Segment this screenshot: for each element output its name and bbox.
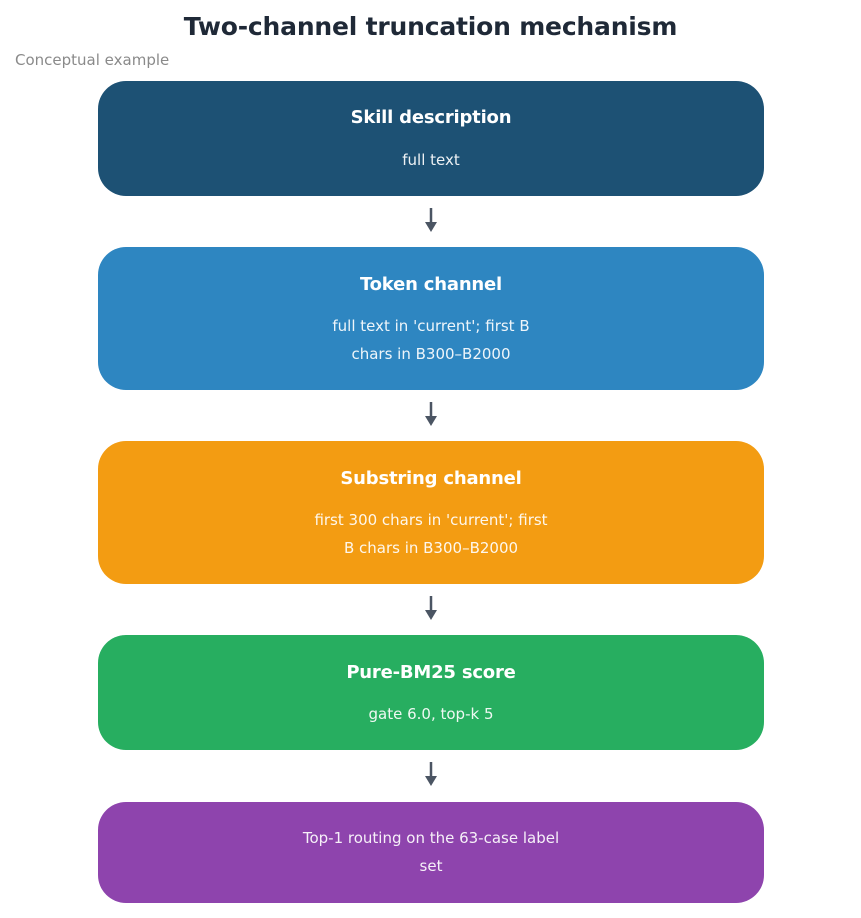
- step-title: Pure-BM25 score: [346, 662, 516, 683]
- step-body: full text in 'current'; first B chars in…: [332, 312, 529, 368]
- step-body: gate 6.0, top-k 5: [369, 700, 494, 728]
- step-body-line: B chars in B300–B2000: [343, 539, 519, 557]
- arrow-down-icon: [425, 402, 437, 426]
- diagram-title: Two-channel truncation mechanism: [183, 12, 678, 41]
- diagram-subtitle: Conceptual example: [15, 51, 170, 69]
- arrow-down-icon: [425, 762, 437, 786]
- step-body-line: full text in 'current'; first B: [332, 317, 530, 335]
- step-token-channel: Token channel full text in 'current'; fi…: [98, 247, 764, 390]
- arrow-down-icon: [425, 596, 437, 620]
- step-body-line: Top-1 routing on the 63-case label: [302, 829, 560, 847]
- step-substring-channel: Substring channel first 300 chars in 'cu…: [98, 441, 764, 584]
- step-body-line: chars in B300–B2000: [351, 345, 511, 363]
- step-body: first 300 chars in 'current'; first B ch…: [314, 506, 547, 562]
- arrow-down-icon: [425, 208, 437, 232]
- step-body-line: full text: [402, 151, 460, 169]
- step-title: Substring channel: [340, 468, 522, 489]
- step-body: full text: [402, 146, 460, 174]
- step-title: Token channel: [359, 274, 503, 295]
- step-body-line: set: [419, 857, 443, 875]
- step-body-line: gate 6.0, top-k 5: [368, 705, 494, 723]
- step-skill-description: Skill description full text: [98, 81, 764, 196]
- step-top1-routing: Top-1 routing on the 63-case label set: [98, 802, 764, 903]
- step-title: Skill description: [350, 107, 512, 128]
- step-body-line: first 300 chars in 'current'; first: [314, 511, 548, 529]
- step-pure-bm25-score: Pure-BM25 score gate 6.0, top-k 5: [98, 635, 764, 750]
- step-body: Top-1 routing on the 63-case label set: [303, 824, 559, 880]
